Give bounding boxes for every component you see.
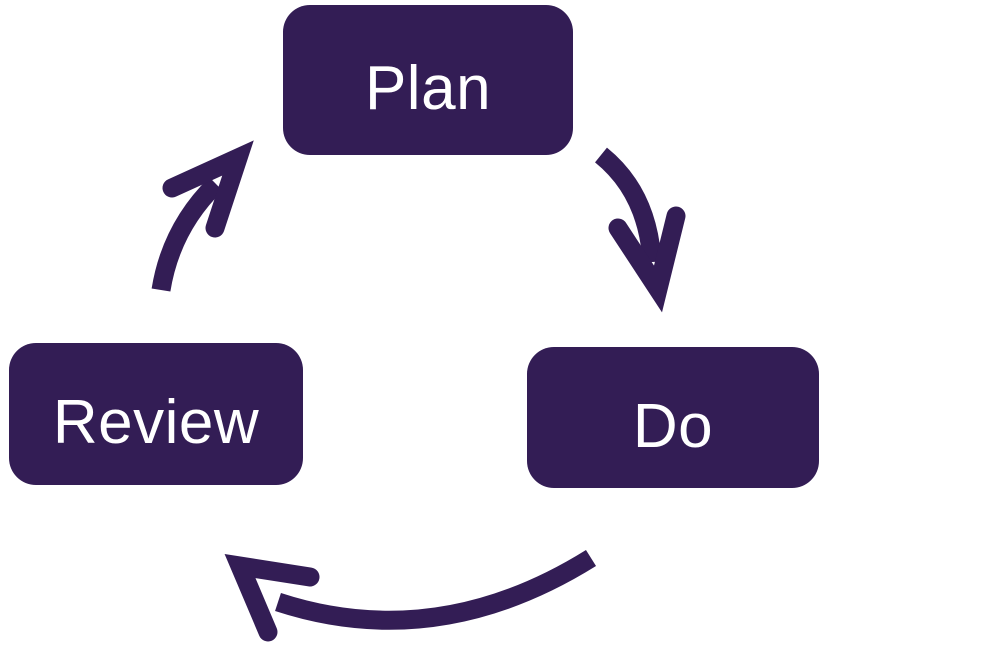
arrow-review-to-plan-shaft — [151, 177, 223, 292]
arrow-plan-to-do — [594, 147, 686, 313]
node-plan-label: Plan — [364, 54, 492, 123]
arrow-plan-to-do-shaft — [594, 147, 662, 263]
arrow-review-to-plan — [151, 140, 254, 292]
arrow-do-to-review-shaft — [275, 549, 597, 630]
arrow-review-to-plan-head — [162, 140, 254, 238]
node-do: Do — [527, 347, 819, 488]
arrow-do-to-review — [224, 549, 597, 642]
node-plan: Plan — [283, 5, 573, 155]
arrow-plan-to-do-head — [608, 206, 686, 313]
node-review: Review — [9, 343, 303, 485]
node-review-label: Review — [52, 388, 260, 457]
node-do-label: Do — [632, 391, 714, 461]
arrow-do-to-review-head — [224, 553, 320, 642]
